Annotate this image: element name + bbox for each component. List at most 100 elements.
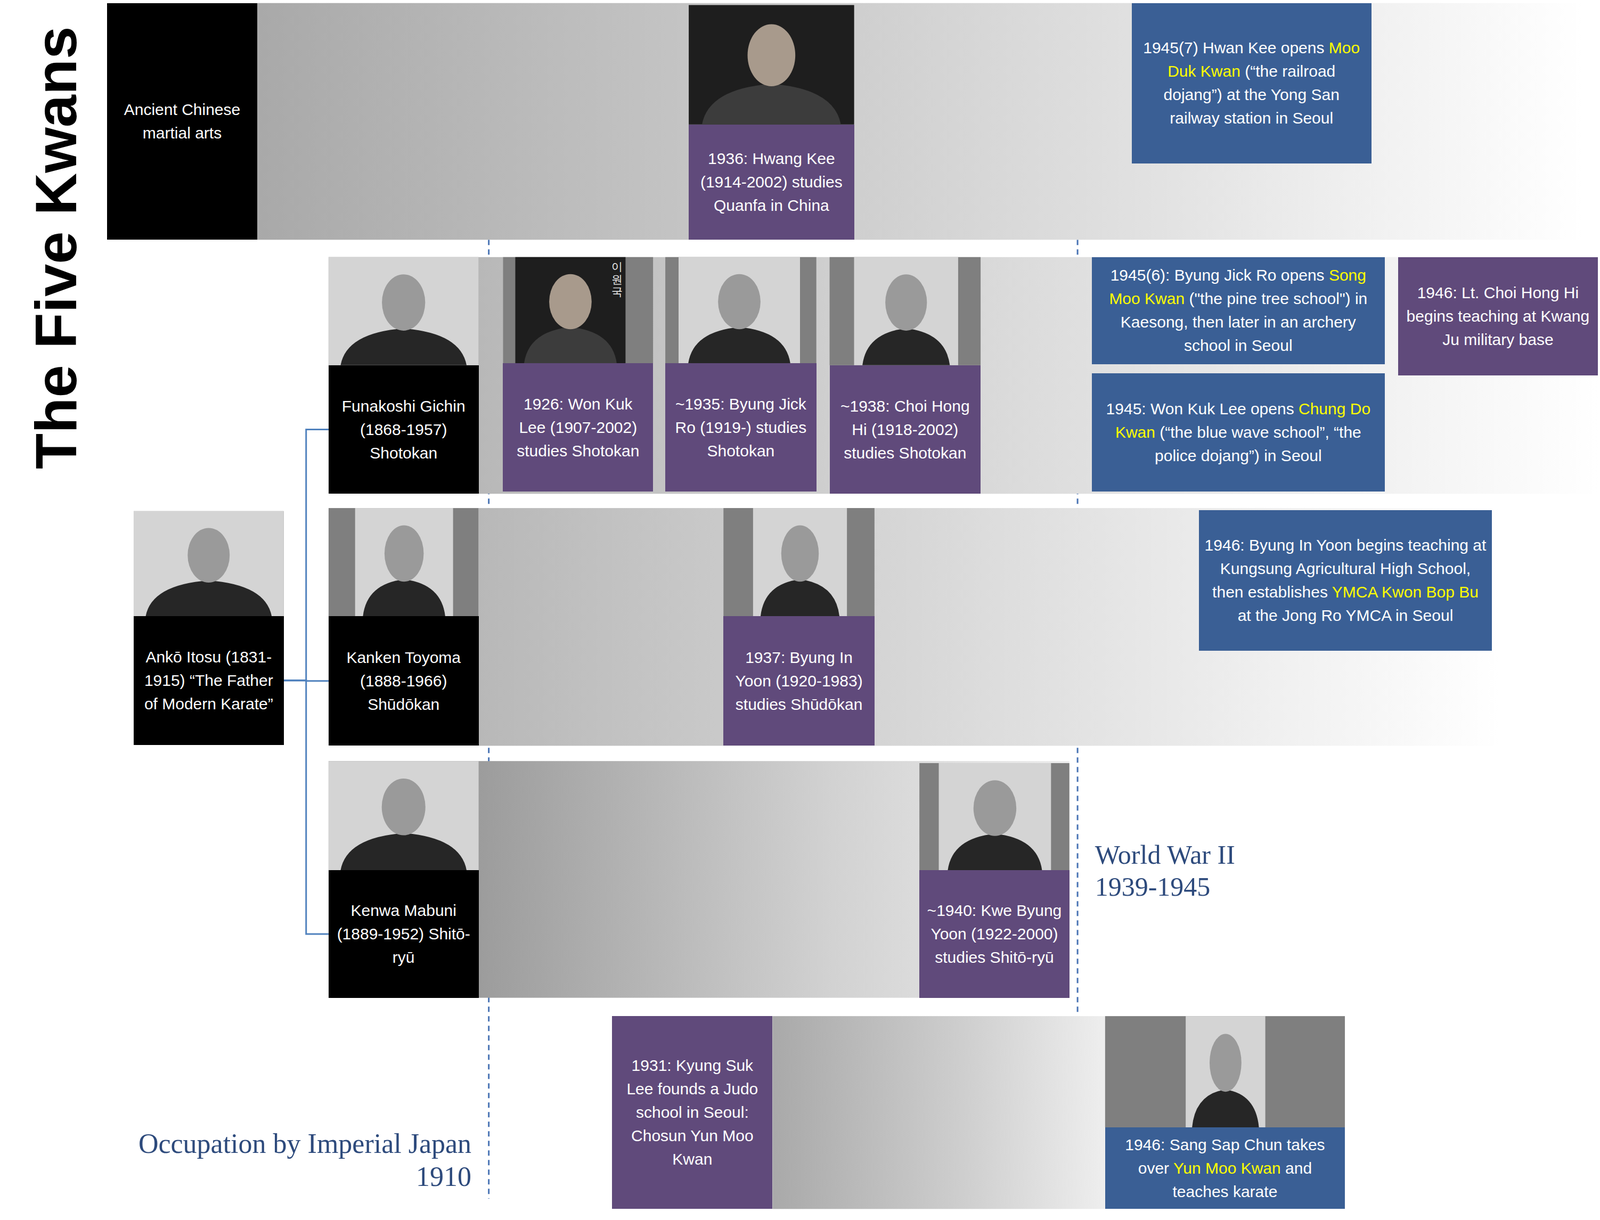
- timeline-band: [478, 257, 1600, 494]
- kwan-box: 1945: Won Kuk Lee opens Chung Do Kwan (“…: [1091, 373, 1385, 492]
- text-wrap: 1936: Hwang Kee (1914-2002) studies Quan…: [694, 147, 849, 218]
- event-box: 1936: Hwang Kee (1914-2002) studies Quan…: [688, 124, 854, 240]
- kwan-box: 1946: Sang Sap Chun takes over Yun Moo K…: [1105, 1127, 1345, 1210]
- photo-shoulders: [701, 84, 842, 125]
- portrait-photo: [133, 511, 284, 617]
- photo-frame: [829, 257, 982, 366]
- name-box: Funakoshi Gichin (1868-1957) Shotokan: [328, 365, 479, 494]
- event-box: 1931: Kyung Suk Lee founds a Judo school…: [611, 1016, 773, 1210]
- event-box: ~1940: Kwe Byung Yoon (1922-2000) studie…: [919, 870, 1070, 998]
- photo-shoulders: [760, 579, 840, 617]
- photo-shoulders: [524, 327, 617, 364]
- timeline-band: [478, 508, 1501, 746]
- photo-head: [381, 778, 426, 836]
- photo-ground: [328, 257, 479, 366]
- text-wrap: 1945: Won Kuk Lee opens Chung Do Kwan (“…: [1097, 397, 1380, 468]
- photo-frame: [328, 508, 479, 617]
- name-box: Kanken Toyoma (1888-1966) Shūdōkan: [328, 616, 479, 746]
- node-text: 1936: Hwang Kee (1914-2002) studies Quan…: [700, 149, 843, 215]
- text-wrap: Funakoshi Gichin (1868-1957) Shotokan: [333, 394, 474, 465]
- photo-ground: [688, 5, 854, 125]
- node-text: at the Jong Ro YMCA in Seoul: [1237, 606, 1454, 625]
- photo-frame: [688, 5, 854, 125]
- kwan-box: 1946: Byung In Yoon begins teaching at K…: [1198, 510, 1492, 651]
- text-wrap: Kanken Toyoma (1888-1966) Shūdōkan: [333, 646, 474, 717]
- portrait-photo: [688, 5, 854, 125]
- era-label: Occupation by Imperial Japan 1910: [107, 1127, 472, 1195]
- text-wrap: Kenwa Mabuni (1889-1952) Shitō-ryū: [333, 899, 474, 970]
- photo-head: [384, 525, 424, 583]
- node-text: (“the blue wave school”, “the police doj…: [1154, 423, 1362, 465]
- diagram-title: The Five Kwans: [22, 26, 91, 470]
- timeline-band: [772, 1016, 1106, 1210]
- text-wrap: ~1935: Byung Jick Ro (1919-) studies Sho…: [670, 392, 812, 463]
- node-text: 1945(6): Byung Jick Ro opens: [1110, 266, 1325, 284]
- portrait-photo: [328, 508, 479, 617]
- node-text: 1945(7) Hwan Kee opens: [1143, 38, 1325, 57]
- event-box: 1946: Lt. Choi Hong Hi begins teaching a…: [1398, 257, 1599, 376]
- lineage-bracket: [283, 680, 329, 935]
- node-text: Ancient Chinese martial arts: [124, 100, 241, 142]
- photo-head: [187, 527, 230, 583]
- photo-ground: [133, 511, 284, 617]
- photo-shoulders: [947, 834, 1042, 871]
- node-text: 1931: Kyung Suk Lee founds a Judo school…: [626, 1056, 758, 1169]
- timeline-band: [478, 761, 1070, 998]
- photo-ground: [939, 763, 1052, 871]
- kwan-box: 1945(7) Hwan Kee opens Moo Duk Kwan (“th…: [1131, 3, 1372, 164]
- photo-shoulders: [145, 580, 273, 617]
- photo-head: [973, 780, 1017, 837]
- photo-frame: [502, 257, 653, 364]
- photo-ground: [1185, 1016, 1265, 1128]
- node-text: 1945: Won Kuk Lee opens: [1106, 400, 1295, 418]
- photo-shoulders: [340, 833, 467, 871]
- portrait-photo: [1105, 1016, 1345, 1128]
- photo-frame: [133, 511, 284, 617]
- event-box: ~1935: Byung Jick Ro (1919-) studies Sho…: [665, 363, 817, 492]
- kwan-box: 1945(6): Byung Jick Ro opens Song Moo Kw…: [1091, 257, 1385, 365]
- photo-caption: 이원국: [611, 260, 623, 298]
- name-box: Ancient Chinese martial arts: [107, 3, 258, 240]
- portrait-photo: [328, 257, 479, 366]
- photo-head: [381, 274, 426, 331]
- text-wrap: ~1938: Choi Hong Hi (1918-2002) studies …: [835, 394, 976, 465]
- portrait-photo: [919, 763, 1070, 871]
- photo-head: [885, 274, 927, 331]
- node-text: 1937: Byung In Yoon (1920-1983) studies …: [735, 648, 863, 714]
- event-box: ~1938: Choi Hong Hi (1918-2002) studies …: [829, 365, 982, 494]
- text-wrap: Ancient Chinese martial arts: [112, 98, 252, 145]
- photo-head: [1209, 1034, 1242, 1093]
- era-label: World War II 1939-1945: [1095, 838, 1253, 903]
- node-text: Kanken Toyoma (1888-1966) Shūdōkan: [346, 648, 461, 714]
- photo-ground: [753, 508, 847, 617]
- text-wrap: 1945(6): Byung Jick Ro opens Song Moo Kw…: [1097, 263, 1380, 358]
- text-wrap: 1946: Sang Sap Chun takes over Yun Moo K…: [1110, 1133, 1340, 1204]
- photo-ground: [515, 257, 626, 364]
- photo-head: [549, 274, 592, 330]
- text-wrap: 1937: Byung In Yoon (1920-1983) studies …: [728, 646, 870, 717]
- portrait-photo: [723, 508, 875, 617]
- text-wrap: 1946: Byung In Yoon begins teaching at K…: [1204, 533, 1487, 628]
- photo-frame: [328, 257, 479, 366]
- text-wrap: 1945(7) Hwan Kee opens Moo Duk Kwan (“th…: [1137, 36, 1367, 130]
- photo-frame: [919, 763, 1070, 871]
- node-text: Kenwa Mabuni (1889-1952) Shitō-ryū: [337, 901, 471, 967]
- event-box: 1926: Won Kuk Lee (1907-2002) studies Sh…: [502, 363, 653, 492]
- text-wrap: 1946: Lt. Choi Hong Hi begins teaching a…: [1403, 281, 1594, 352]
- photo-shoulders: [1192, 1089, 1260, 1128]
- lineage-bracket: [283, 429, 329, 681]
- photo-shoulders: [340, 328, 467, 366]
- node-text: ~1940: Kwe Byung Yoon (1922-2000) studie…: [927, 901, 1063, 967]
- photo-frame: [1105, 1016, 1345, 1128]
- photo-frame: [665, 257, 817, 364]
- node-text: ~1935: Byung Jick Ro (1919-) studies Sho…: [674, 395, 807, 460]
- photo-shoulders: [862, 328, 950, 366]
- kwan-name: YMCA Kwon Bop Bu: [1332, 583, 1479, 601]
- photo-head: [717, 274, 761, 330]
- name-box: Kenwa Mabuni (1889-1952) Shitō-ryū: [328, 870, 479, 998]
- text-wrap: 1931: Kyung Suk Lee founds a Judo school…: [617, 1054, 767, 1172]
- text-wrap: 1926: Won Kuk Lee (1907-2002) studies Sh…: [508, 392, 648, 463]
- photo-ground: [678, 257, 800, 364]
- kwan-name: Yun Moo Kwan: [1173, 1159, 1281, 1178]
